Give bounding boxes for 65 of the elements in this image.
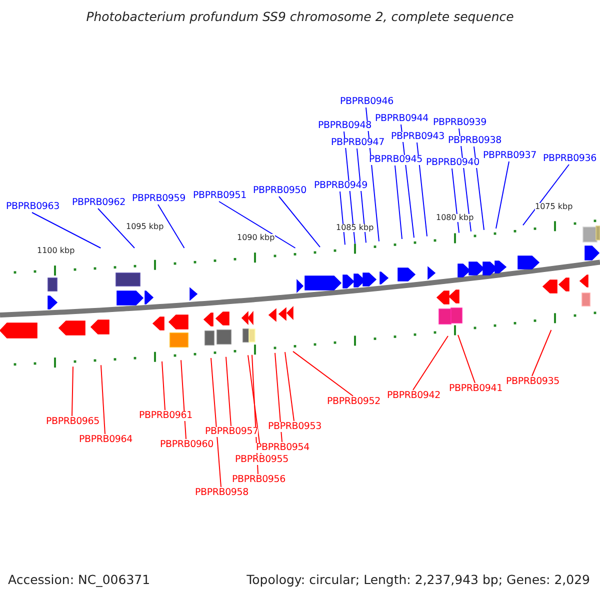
gene-label: PBPRB0960 [160, 440, 214, 450]
gene-label: PBPRB0939 [433, 118, 486, 128]
gene-label: PBPRB0938 [448, 136, 502, 146]
scale-label: 1100 kbp [37, 247, 75, 255]
scale-label: 1080 kbp [436, 214, 474, 222]
leader-line [278, 196, 320, 248]
gene-label: PBPRB0964 [79, 435, 132, 444]
leader-line [416, 142, 428, 237]
leader-line [522, 164, 570, 226]
gene-label: PBPRB0952 [327, 397, 380, 406]
leader-line [274, 352, 282, 442]
gene-label: PBPRB0940 [426, 158, 480, 168]
gene-label: PBPRB0941 [449, 384, 502, 394]
scale-label: 1075 kbp [535, 203, 573, 211]
gene-label: PBPRB0955 [235, 455, 288, 464]
leader-line [394, 165, 402, 240]
gene-label: PBPRB0963 [6, 202, 60, 212]
gene-label: PBPRB0962 [72, 198, 126, 208]
leader-line [226, 356, 232, 426]
gene-label: PBPRB0965 [46, 417, 100, 426]
gene-label: PBPRB0957 [205, 427, 258, 436]
scale-label: 1085 kbp [336, 224, 374, 232]
sequence-info-text: Topology: circular; Length: 2,237,943 bp; Genes: 2,029 [246, 574, 590, 586]
gene-label: PBPRB0959 [132, 194, 186, 204]
gene-label: PBPRB0949 [314, 181, 368, 190]
leader-line [158, 204, 185, 248]
leader-line [218, 201, 296, 248]
gene-label: PBPRB0948 [318, 121, 372, 130]
leader-line [496, 161, 510, 229]
gene-label: PBPRB0953 [268, 422, 322, 432]
leader-line [32, 212, 102, 248]
gene-label: PBPRB0937 [483, 151, 536, 160]
gene-label: PBPRB0936 [543, 154, 596, 164]
gene-label: PBPRB0958 [195, 488, 248, 498]
gene-label: PBPRB0954 [256, 443, 310, 452]
map-title: Photobacterium profundum SS9 chromosome 2, complete sequence [85, 11, 515, 24]
leader-line [340, 191, 346, 246]
gene-label: PBPRB0944 [375, 114, 428, 124]
leader-line [452, 168, 460, 234]
leader-line [98, 208, 135, 248]
gene-label: PBPRB0945 [369, 155, 422, 164]
gene-label: PBPRB0946 [340, 97, 394, 106]
leader-line [474, 146, 484, 230]
accession-text: Accession: NC_006371 [8, 574, 150, 586]
leader-line [72, 366, 74, 416]
gene-label: PBPRB0950 [253, 186, 306, 196]
leader-line [180, 360, 186, 440]
leader-line [292, 350, 354, 396]
gene-label: PBPRB0951 [193, 191, 246, 200]
leader-line [100, 364, 106, 434]
gene-label: PBPRB0961 [139, 411, 192, 420]
scale-label: 1090 kbp [237, 234, 275, 242]
gene-label: PBPRB0943 [391, 132, 444, 142]
leader-line [210, 358, 222, 488]
gene-label: PBPRB0942 [387, 391, 440, 400]
leader-line [458, 334, 476, 384]
leader-line [284, 352, 294, 422]
leader-line [248, 354, 262, 454]
gene-label: PBPRB0956 [232, 475, 286, 484]
scale-label: 1095 kbp [126, 223, 164, 231]
gene-label: PBPRB0935 [506, 377, 560, 386]
leader-line [532, 330, 552, 376]
gene-label: PBPRB0947 [331, 138, 384, 148]
leader-line [412, 336, 448, 390]
leader-line [162, 360, 166, 410]
